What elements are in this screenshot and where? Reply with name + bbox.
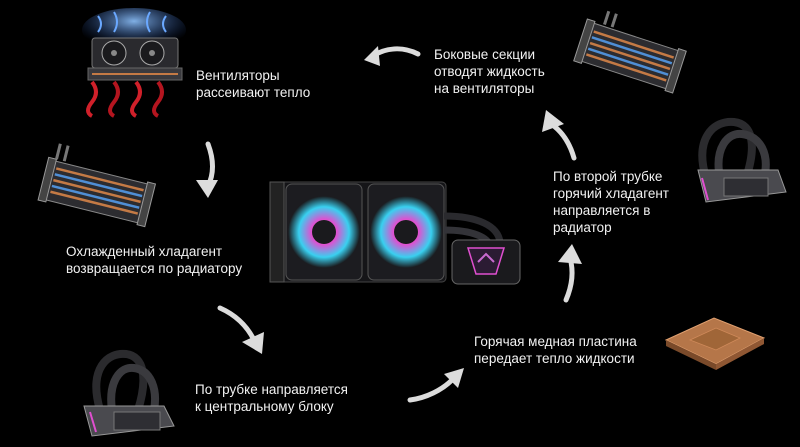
- aio-cooler-icon: [269, 181, 521, 285]
- arrow-down-left-icon: [196, 141, 218, 198]
- arrow-right-up-icon: [407, 368, 464, 403]
- arrow-up-upper-icon: [542, 110, 577, 161]
- copper-plate-icon: [664, 317, 766, 370]
- arrow-to-fans-icon: [364, 46, 421, 66]
- arrow-down-right-icon: [217, 305, 264, 354]
- arrow-up-lower-icon: [558, 244, 582, 303]
- step-cooled-caption: Охлажденный хладагент возвращается по ра…: [66, 244, 243, 276]
- pump-block-icon: [697, 117, 787, 203]
- step-fans-caption: Вентиляторы рассеивают тепло: [196, 68, 311, 100]
- radiator-side-sections-icon: [573, 10, 687, 94]
- step-side-sections-caption: Боковые секции отводят жидкость на венти…: [434, 47, 545, 96]
- aio-pump-icon: [83, 349, 175, 437]
- radiator-coolant-icon: [37, 143, 157, 228]
- step-copper-caption: Горячая медная пластина передает тепло ж…: [474, 334, 637, 366]
- step-tube-caption: По трубке направляется к центральному бл…: [195, 382, 348, 414]
- step-second-tube-caption: По второй трубке горячий хладагент напра…: [553, 169, 669, 235]
- fan-radiator-heat-icon: [82, 8, 186, 118]
